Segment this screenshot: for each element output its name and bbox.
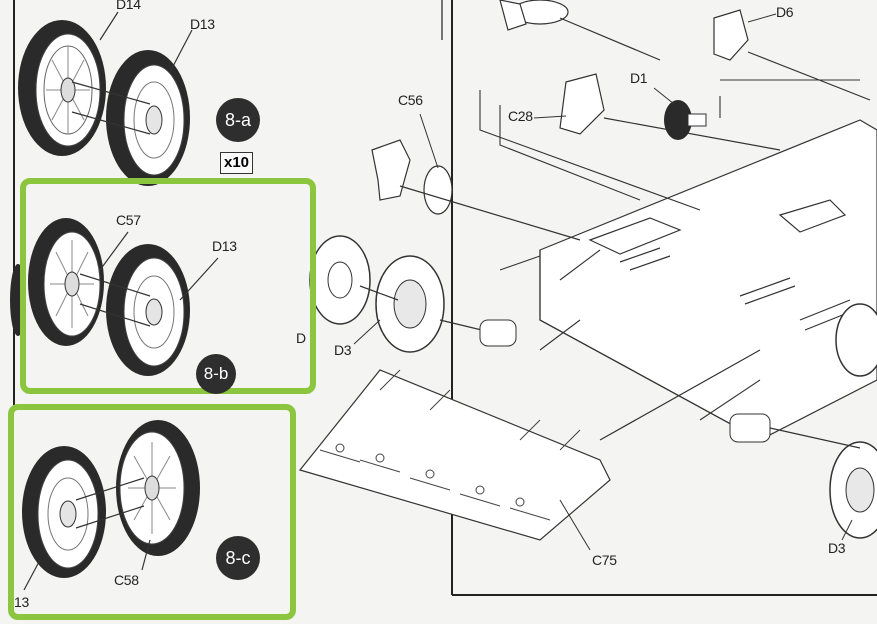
assembly-arrows xyxy=(479,79,860,421)
label-c56: C56 xyxy=(398,92,423,108)
part-d1 xyxy=(664,100,707,140)
leader-lines xyxy=(353,13,853,551)
highlight-box-8b xyxy=(20,178,316,394)
part-c56 xyxy=(371,139,581,241)
label-d3-right: D3 xyxy=(828,540,846,556)
assembly-lines-8b xyxy=(79,231,219,327)
label-c75: C75 xyxy=(592,552,617,568)
label-d3-left: D3 xyxy=(334,342,352,358)
sprocket-d3-left xyxy=(309,235,517,353)
label-c57: C57 xyxy=(116,212,141,228)
step-badge-8a: 8-a xyxy=(216,98,260,142)
part-d6 xyxy=(713,9,871,101)
label-d13-a: D13 xyxy=(190,16,215,32)
wheel-d14 xyxy=(18,20,106,156)
wheel-d13-b xyxy=(106,244,190,376)
step-badge-8b: 8-b xyxy=(196,354,236,394)
chassis xyxy=(298,119,877,541)
sprocket-d3-right xyxy=(729,303,877,539)
label-d14: D14 xyxy=(116,0,141,12)
label-d13-c: 13 xyxy=(14,594,29,610)
wheel-c57 xyxy=(28,218,104,346)
step-badge-8c: 8-c xyxy=(216,536,260,580)
wheel-c58 xyxy=(116,420,200,556)
assembly-lines-8a xyxy=(71,11,193,135)
label-d1: D1 xyxy=(630,70,648,86)
highlight-box-8c xyxy=(8,404,296,620)
part-c28 xyxy=(559,73,781,151)
assembly-lines-8c xyxy=(23,477,151,591)
plate-c75-details xyxy=(319,369,581,521)
wheel-d13-a xyxy=(106,50,190,186)
part-top-left xyxy=(499,0,661,61)
label-c28: C28 xyxy=(508,108,533,124)
label-d-partial: D xyxy=(296,330,306,346)
label-c58: C58 xyxy=(114,572,139,588)
wheel-d13-c xyxy=(22,446,106,578)
quantity-box: x10 xyxy=(220,152,254,174)
label-d13-b: D13 xyxy=(212,238,237,254)
label-d6: D6 xyxy=(776,4,794,20)
